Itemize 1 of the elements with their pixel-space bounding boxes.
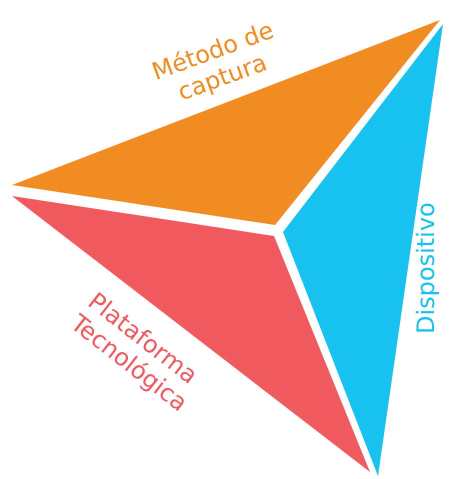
face-label: Dispositivo: [412, 201, 440, 334]
